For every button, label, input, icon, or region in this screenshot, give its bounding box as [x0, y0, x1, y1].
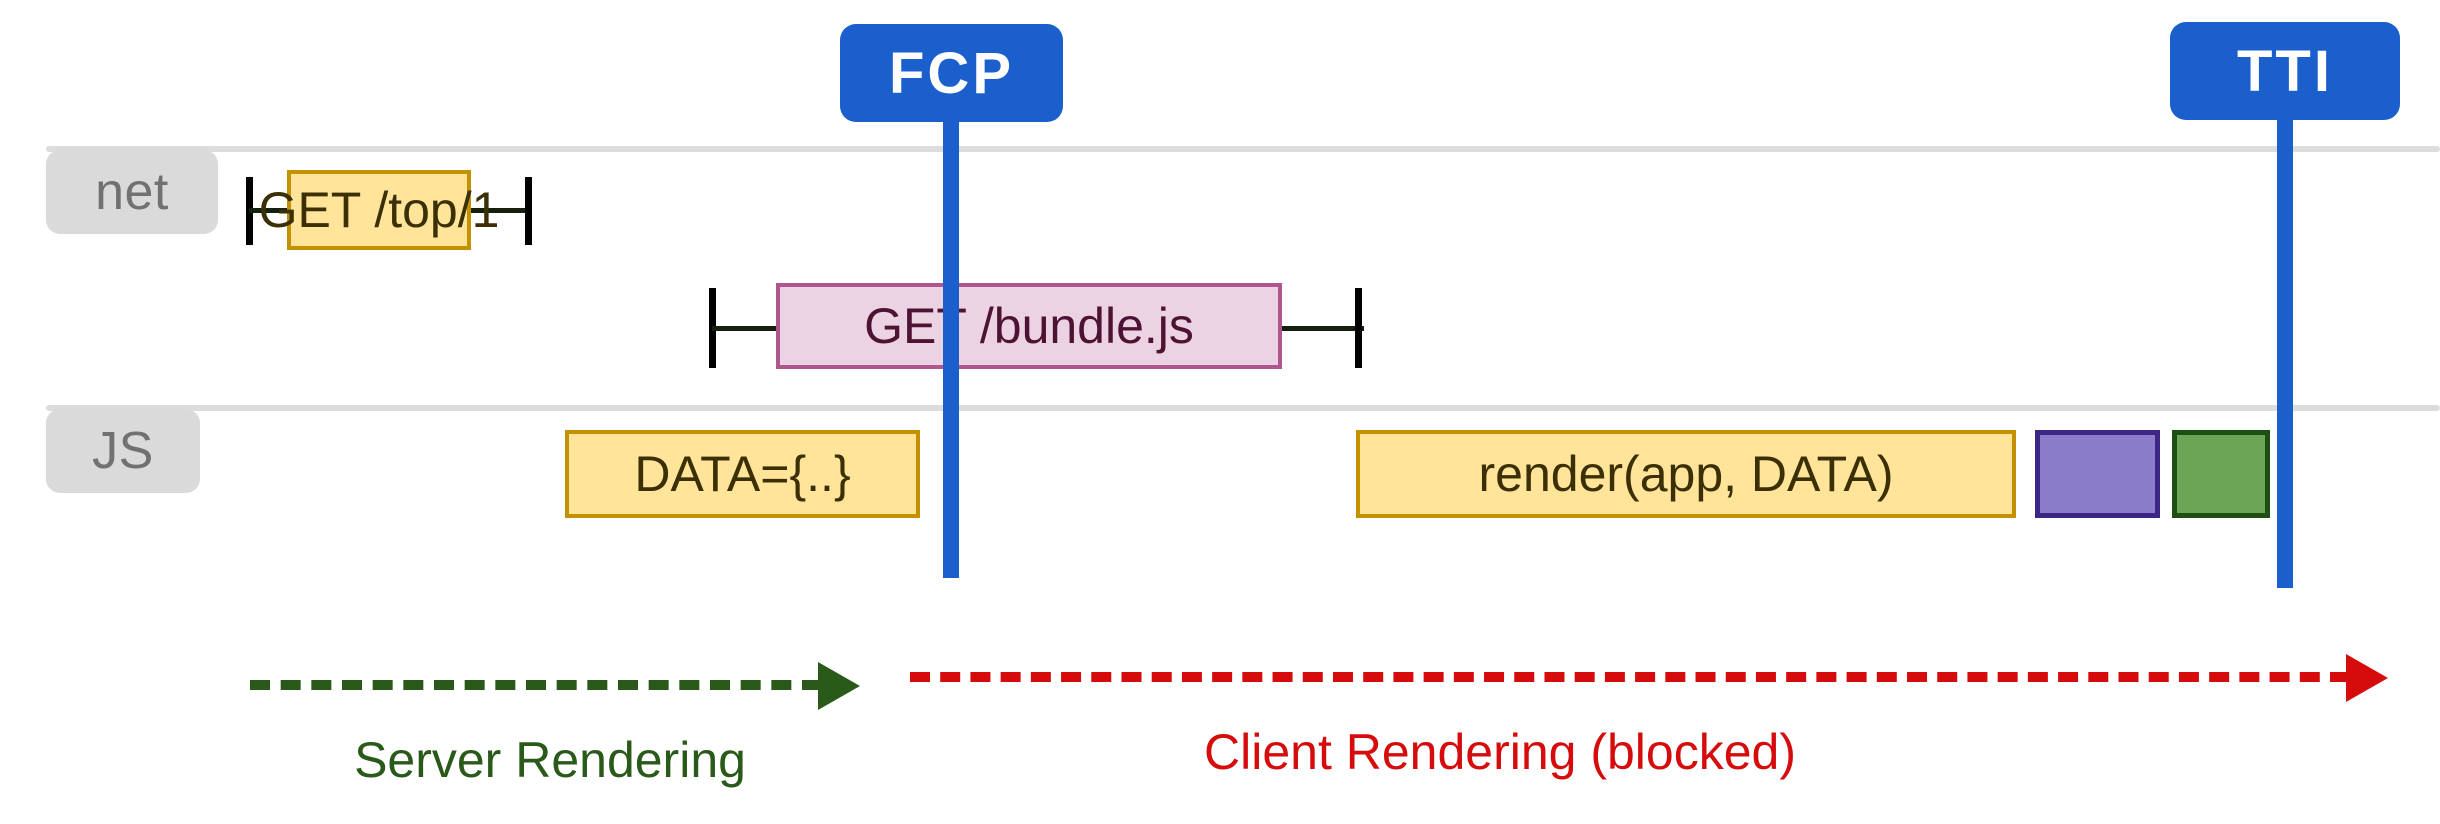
client-phase-arrow-line — [910, 672, 2350, 682]
lane-chip-net: net — [46, 150, 218, 234]
tti-marker-line — [2277, 118, 2293, 588]
net-lane-rule — [46, 146, 2440, 152]
server-phase-arrow-line — [250, 680, 822, 690]
client-phase-arrow-head — [2346, 654, 2388, 702]
js-task-bar-data-assignment[interactable]: DATA={..} — [565, 430, 920, 518]
net-task-0-label: GET /top/1 — [258, 182, 500, 238]
js-task-1-label: render(app, DATA) — [1478, 446, 1894, 502]
js-task-bar-render-app[interactable]: render(app, DATA) — [1356, 430, 2016, 518]
lane-chip-js-label: JS — [92, 422, 154, 480]
lane-chip-net-label: net — [95, 163, 169, 221]
net-task-0-end-whisker — [525, 177, 532, 245]
js-task-bar-purple[interactable] — [2035, 430, 2160, 518]
fcp-marker-line — [943, 110, 959, 578]
js-lane-rule — [46, 405, 2440, 411]
client-phase-label: Client Rendering (blocked) — [1204, 724, 1796, 780]
net-task-1-end-whisker — [1355, 288, 1362, 368]
net-task-bar-get-bundle-js[interactable]: GET /bundle.js — [776, 283, 1282, 369]
fcp-marker-label: FCP — [889, 40, 1014, 106]
server-phase-arrow-head — [818, 662, 860, 710]
js-task-0-label: DATA={..} — [634, 446, 851, 502]
js-task-bar-green[interactable] — [2172, 430, 2270, 518]
server-phase-label: Server Rendering — [354, 732, 746, 788]
fcp-marker-badge[interactable]: FCP — [840, 24, 1063, 122]
lane-chip-js: JS — [46, 409, 200, 493]
net-task-1-label: GET /bundle.js — [864, 298, 1194, 354]
tti-marker-badge[interactable]: TTI — [2170, 22, 2400, 120]
tti-marker-label: TTI — [2237, 38, 2333, 104]
net-task-bar-get-top-1[interactable]: GET /top/1 — [259, 170, 499, 250]
